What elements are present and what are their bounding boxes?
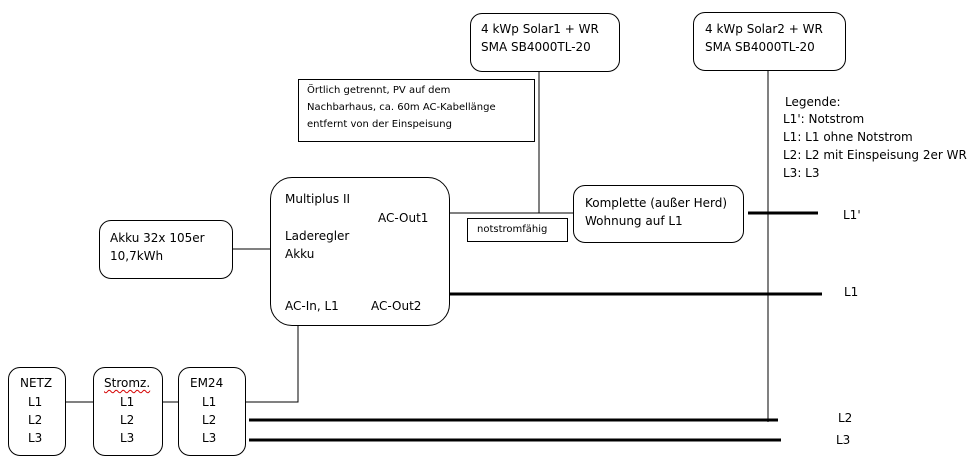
- multiplus-acout2: AC-Out2: [371, 299, 422, 313]
- stromz-l3: L3: [120, 431, 135, 445]
- em24-title: EM24: [190, 376, 224, 390]
- akku-box: [99, 220, 233, 279]
- multiplus-box: [270, 177, 450, 326]
- solar1-line2: SMA SB4000TL-20: [481, 40, 591, 54]
- solar2-line1: 4 kWp Solar2 + WR: [705, 22, 823, 36]
- multiplus-acin: AC-In, L1: [285, 299, 339, 313]
- em24-l1: L1: [202, 395, 217, 409]
- stromz-box: [93, 367, 163, 456]
- label-l3: L3: [836, 433, 851, 447]
- stromz-l1: L1: [120, 395, 135, 409]
- legend-item: L2: L2 mit Einspeisung 2er WR: [783, 148, 967, 162]
- label-l2: L2: [838, 411, 853, 425]
- wohnung-line2: Wohnung auf L1: [585, 214, 683, 228]
- label-l1-notstrom: L1': [843, 208, 861, 222]
- legend-item: L3: L3: [783, 166, 820, 180]
- em24-box: [178, 367, 246, 456]
- notstrom-label: notstromfähig: [477, 224, 548, 235]
- wohnung-line1: Komplette (außer Herd): [585, 196, 728, 210]
- multiplus-acout1: AC-Out1: [378, 211, 429, 225]
- note-line2: Nachbarhaus, ca. 60m AC-Kabellänge: [307, 102, 496, 113]
- note-line3: entfernt von der Einspeisung: [307, 119, 452, 130]
- akku-line1: Akku 32x 105er: [110, 231, 205, 245]
- solar1-box: [470, 13, 620, 72]
- multiplus-title: Multiplus II: [285, 192, 351, 206]
- em24-l2: L2: [202, 413, 217, 427]
- legend-item: L1: L1 ohne Notstrom: [783, 130, 913, 144]
- em24-to-multiplus-line: [246, 326, 299, 403]
- legend-item: L1': Notstrom: [783, 112, 865, 126]
- solar2-line2: SMA SB4000TL-20: [705, 40, 815, 54]
- stromz-title: Stromz.: [104, 376, 151, 390]
- solar1-line1: 4 kWp Solar1 + WR: [481, 22, 599, 36]
- netz-l1: L1: [28, 395, 43, 409]
- netz-title: NETZ: [20, 376, 53, 390]
- multiplus-akku: Akku: [285, 247, 315, 261]
- netz-box: [8, 367, 66, 456]
- note-line1: Örtlich getrennt, PV auf dem: [307, 85, 451, 96]
- multiplus-laderegler: Laderegler: [285, 229, 350, 243]
- legend-title: Legende:: [785, 95, 841, 109]
- solar2-box: [693, 12, 846, 71]
- netz-l2: L2: [28, 413, 43, 427]
- wohnung-box: [573, 185, 744, 243]
- notstrom-box: [467, 218, 568, 242]
- netz-l3: L3: [28, 431, 43, 445]
- akku-line2: 10,7kWh: [110, 249, 164, 263]
- em24-l3: L3: [202, 431, 217, 445]
- label-l1: L1: [844, 285, 859, 299]
- note-box: [298, 79, 535, 142]
- stromz-l2: L2: [120, 413, 135, 427]
